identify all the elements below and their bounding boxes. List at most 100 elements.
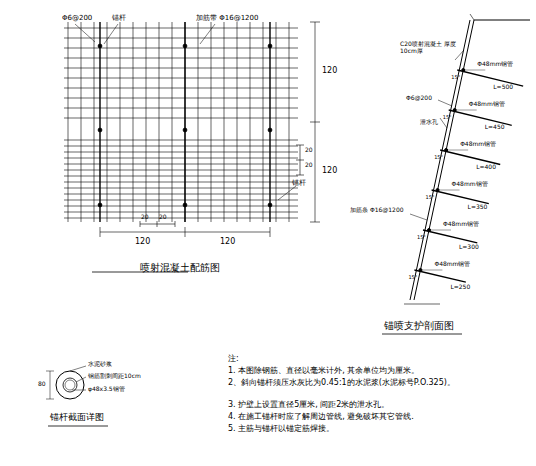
rebar-line <box>263 22 264 222</box>
rebar-line <box>64 98 298 99</box>
angle-reference <box>446 150 468 151</box>
rebar-line <box>185 22 186 222</box>
drawing-title: 锚喷支护剖面图 <box>384 320 454 332</box>
anchor-rod <box>440 150 500 164</box>
annotation-label: 20 <box>305 146 313 153</box>
annotation-label: C20喷射混凝土 厚度10cm厚 <box>400 40 464 54</box>
annotation-label: Φ48mm钢管 <box>477 60 513 67</box>
rebar-line <box>64 176 298 177</box>
rebar-line <box>224 22 225 222</box>
rebar-line <box>64 164 298 165</box>
annotation-label: L=300 <box>459 243 479 250</box>
annotation-label: 120 <box>322 166 337 176</box>
note-text: 3. 护壁上设置直径5厘米, 间距2米的泄水孔。 <box>228 400 528 410</box>
note-text: 2、斜向锚杆须压水灰比为0.45:1的水泥浆(水泥标号P.O.325)。 <box>228 378 528 388</box>
annotation-label: φ48x3.5钢管 <box>88 385 125 392</box>
rebar-line <box>64 194 298 195</box>
rebar-line <box>159 22 160 222</box>
annotation-label: 水泥砂浆 <box>88 360 112 367</box>
anchor-rod <box>457 70 523 86</box>
anchor-head <box>462 69 465 72</box>
annotation-label: 加筋条 Φ16@1200 <box>350 206 404 213</box>
annotation-label: 15° <box>443 114 452 120</box>
rebar-line <box>64 218 298 219</box>
rebar-line <box>64 28 298 29</box>
rebar-grid <box>64 22 298 222</box>
rebar-line <box>146 22 147 222</box>
annotation-label: L=350 <box>468 203 488 210</box>
rebar-line <box>64 212 298 213</box>
annotation-label: 15° <box>426 194 435 200</box>
rebar-line <box>198 22 199 222</box>
rebar-line <box>64 118 298 119</box>
rebar-line <box>64 182 298 183</box>
annotation-label: 15° <box>434 154 443 160</box>
rebar-line <box>64 88 298 89</box>
reinforcing-bar <box>184 22 185 222</box>
annotation-label: 锚杆 <box>292 179 306 187</box>
annotation-label: 15° <box>417 234 426 240</box>
anchor-head <box>419 269 422 272</box>
drawing-title: 注: <box>228 354 239 364</box>
annotation-label: 锚杆 <box>112 14 126 22</box>
rebar-line <box>94 22 95 222</box>
reinforcing-bar <box>269 22 270 222</box>
rebar-line <box>64 188 298 189</box>
section-leaders <box>382 50 464 334</box>
dimension-lines <box>92 22 320 272</box>
annotation-label: 20 <box>305 161 313 168</box>
rebar-line <box>64 140 298 141</box>
anchor-dot <box>268 203 272 207</box>
rebar-line <box>64 108 298 109</box>
annotation-label: L=400 <box>476 163 496 170</box>
annotation-label: 120 <box>322 66 337 76</box>
annotation-label: L=450 <box>485 123 505 130</box>
annotation-label: Φ48mm钢管 <box>460 140 496 147</box>
rebar-line <box>133 22 134 222</box>
anchor-head <box>453 109 456 112</box>
rebar-line <box>64 58 298 59</box>
note-text: 5. 主筋与锚杆以锚定筋焊接。 <box>228 424 528 434</box>
drawing-title: 喷射混凝土配筋图 <box>140 262 220 274</box>
annotation-label: Φ48mm钢管 <box>443 220 479 227</box>
annotation-label: 120 <box>220 237 235 247</box>
annotation-label: 钢筋割刺间距10cm <box>88 372 141 379</box>
anchor-rod <box>414 270 465 282</box>
rebar-line <box>68 22 69 222</box>
annotation-label: 泄水孔 <box>420 118 438 125</box>
anchor-dot <box>268 128 272 132</box>
note-text: 1. 本图除钢筋、直径以毫米计外, 其余单位均为厘米。 <box>228 366 528 376</box>
anchor-dot <box>98 203 102 207</box>
reinforcing-bar <box>99 22 100 222</box>
rebar-line <box>250 22 251 222</box>
grid-leaders <box>75 24 296 200</box>
anchor-head <box>436 189 439 192</box>
annotation-label: 20 <box>159 213 167 220</box>
annotation-label: Φ6@200 <box>406 94 432 101</box>
annotation-label: 20 <box>141 213 149 220</box>
rebar-line <box>64 152 298 153</box>
annotation-label: 80 <box>38 380 46 387</box>
rebar-line <box>211 22 212 222</box>
rebar-line <box>64 78 298 79</box>
angle-reference <box>438 190 460 191</box>
annotation-label: Φ6@200 <box>62 14 92 22</box>
annotation-label: 锚杆截面详图 <box>50 412 104 423</box>
anchor-rod <box>449 110 512 125</box>
anchor-dot <box>98 128 102 132</box>
anchor-dot <box>98 44 102 48</box>
annotation-label: L=500 <box>493 83 513 90</box>
annotation-label: 加筋带 Φ16@1200 <box>196 14 258 22</box>
annotation-label: Φ48mm钢管 <box>452 180 488 187</box>
rebar-line <box>64 146 298 147</box>
angle-reference <box>420 270 442 271</box>
annotation-label: 120 <box>135 237 150 247</box>
rebar-line <box>120 22 121 222</box>
anchor-head <box>428 229 431 232</box>
angle-reference <box>463 70 485 71</box>
rebar-line <box>276 22 277 222</box>
slope-section <box>404 14 530 304</box>
anchor-rod <box>432 190 489 204</box>
